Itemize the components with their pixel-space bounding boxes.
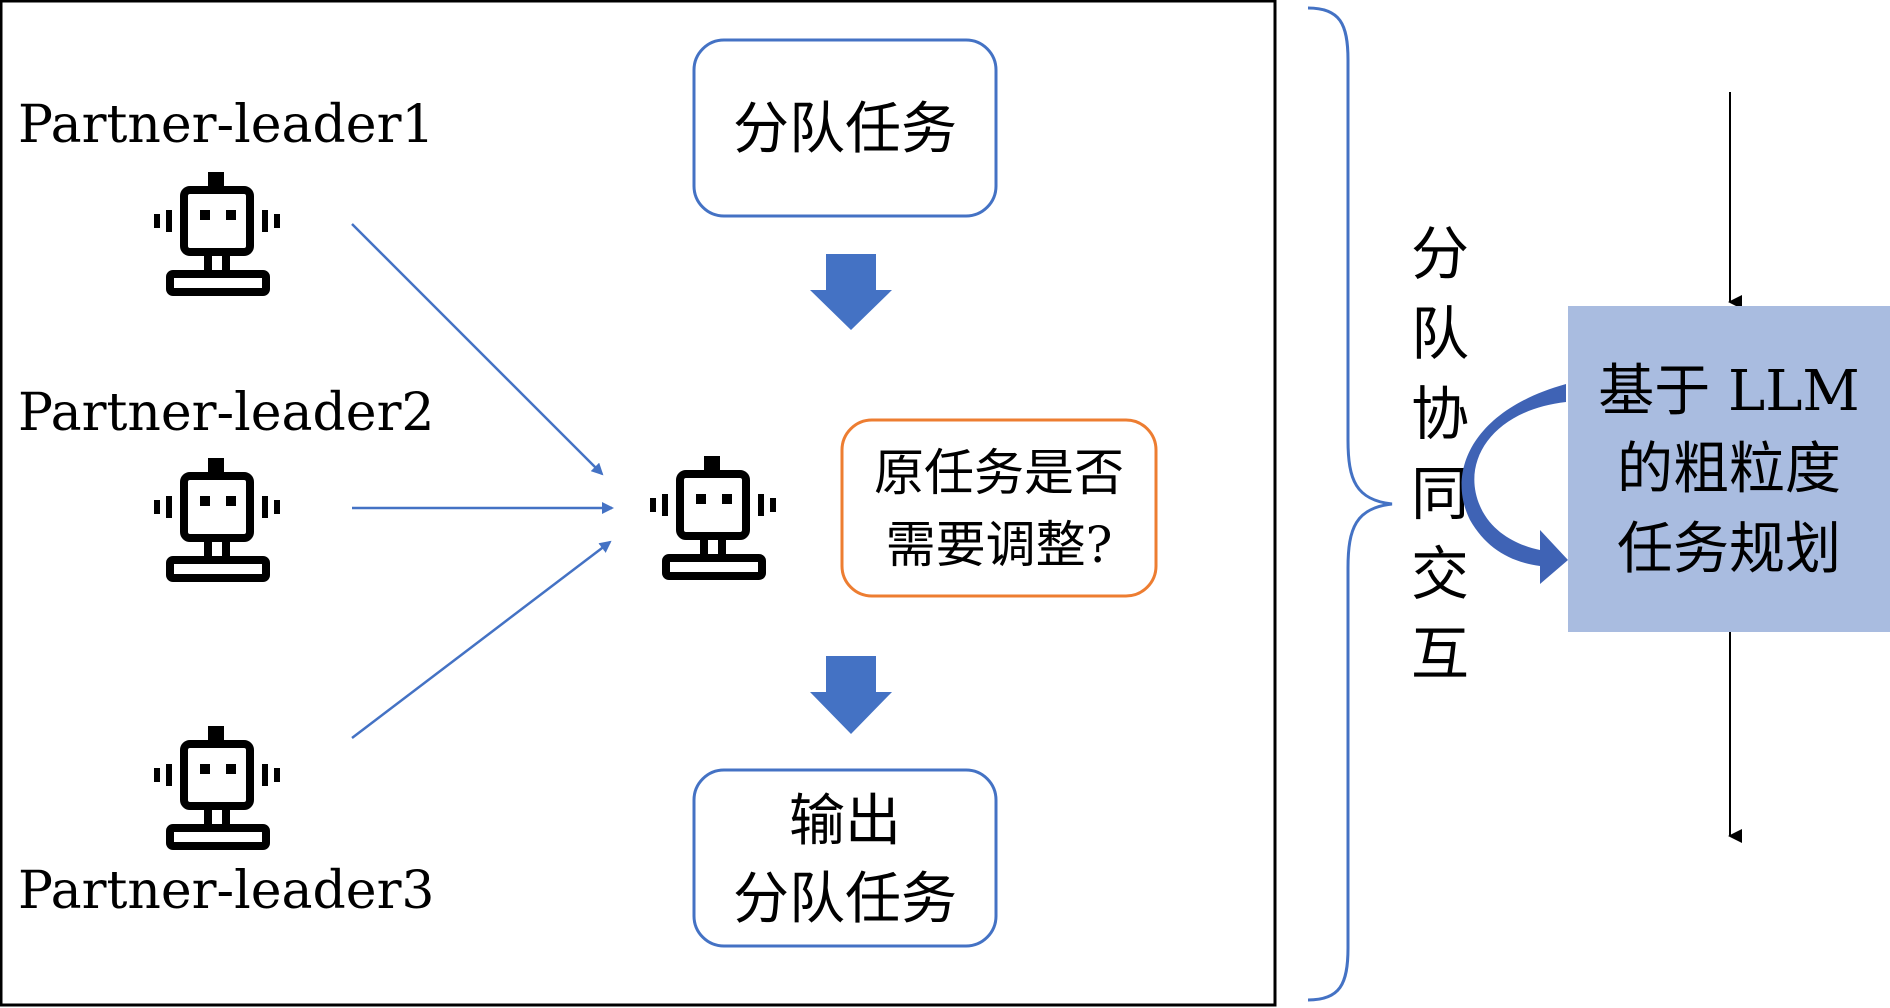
curved-arrow-icon xyxy=(1461,384,1568,584)
input-task-label: 分队任务 xyxy=(733,97,957,162)
main-frame xyxy=(0,0,1277,1007)
robot-icon xyxy=(650,456,776,576)
leader-label-1: Partner-leader1 xyxy=(18,95,435,155)
adjust-question-line2: 需要调整? xyxy=(886,516,1113,574)
brace-label-char-4: 同 xyxy=(1411,460,1469,528)
brace-label-char-3: 协 xyxy=(1411,380,1469,448)
brace-label-char-6: 互 xyxy=(1411,620,1469,688)
brace-label-char-5: 交 xyxy=(1411,540,1469,608)
leader-label-3: Partner-leader3 xyxy=(18,861,435,921)
connector-arrow-1 xyxy=(351,223,604,476)
output-task-line2: 分队任务 xyxy=(733,867,957,932)
planner-line1: 基于 LLM xyxy=(1598,359,1860,424)
adjust-question-box xyxy=(840,418,1158,598)
output-task-box xyxy=(692,768,998,948)
adjust-question-line1: 原任务是否 xyxy=(874,444,1124,502)
planner-line2: 的粗粒度 xyxy=(1617,437,1841,502)
leader-label-2: Partner-leader2 xyxy=(18,383,435,443)
robot-icon xyxy=(154,172,280,292)
brace-icon xyxy=(1307,6,1393,1002)
down-arrow-icon xyxy=(810,656,892,734)
connector-arrow-3 xyxy=(351,540,612,739)
robot-icon xyxy=(154,726,280,846)
down-arrow-icon xyxy=(810,254,892,330)
planner-box xyxy=(1568,306,1890,632)
brace-label-char-1: 分 xyxy=(1411,220,1469,288)
planner-line3: 任务规划 xyxy=(1617,517,1841,582)
input-task-box xyxy=(692,38,998,218)
output-task-line1: 输出 xyxy=(789,789,901,854)
robot-icon xyxy=(154,458,280,578)
brace-label-char-2: 队 xyxy=(1411,300,1469,368)
